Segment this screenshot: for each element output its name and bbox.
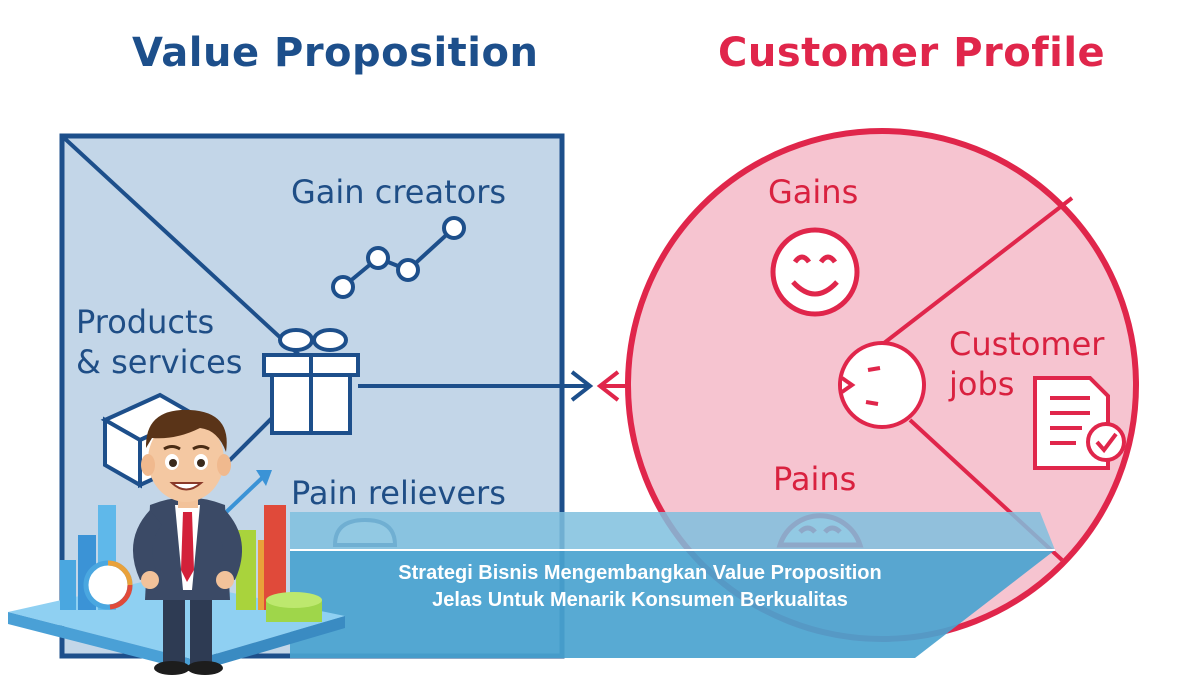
pains-label: Pains [773, 460, 857, 498]
smiley-icon [770, 227, 860, 317]
banner [290, 512, 1055, 658]
banner-line1: Strategi Bisnis Mengembangkan Value Prop… [398, 562, 882, 584]
banner-text: Strategi Bisnis Mengembangkan Value Prop… [300, 560, 980, 614]
gains-label: Gains [768, 173, 859, 211]
customer-head-icon [838, 341, 926, 429]
customer-jobs-label-line1: Customer [949, 325, 1105, 363]
pain-relievers-label: Pain relievers [291, 474, 506, 512]
gift-icon [262, 328, 360, 435]
document-check-icon [1033, 376, 1126, 470]
businessman-illustration [132, 409, 243, 675]
value-proposition-title: Value Proposition [132, 30, 539, 76]
banner-line2: Jelas Untuk Menarik Konsumen Berkualitas [432, 589, 848, 611]
products-services-label-line1: Products [76, 303, 215, 341]
trend-chart-icon [331, 216, 466, 299]
products-services-label-line2: & services [76, 343, 243, 381]
customer-jobs-label-line2: jobs [949, 365, 1015, 403]
gain-creators-label: Gain creators [291, 173, 507, 211]
customer-profile-title: Customer Profile [718, 30, 1106, 76]
